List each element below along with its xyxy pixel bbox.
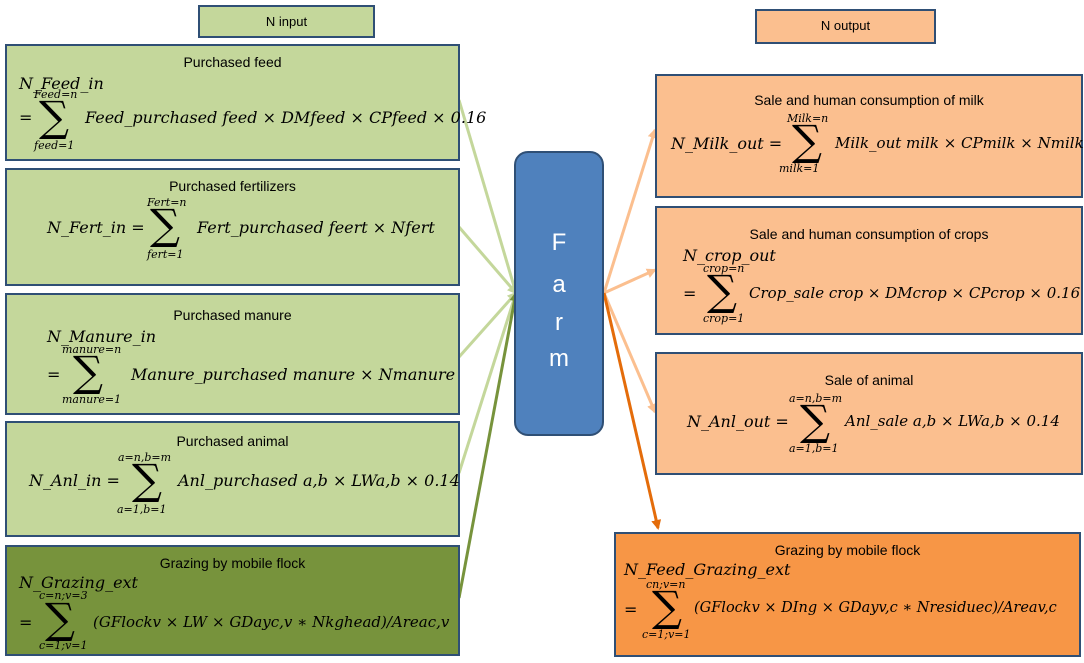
box-title: Purchased feed — [183, 54, 282, 70]
box-title: Sale and human consumption of crops — [749, 226, 989, 242]
arrow-manure-to-farm — [457, 291, 518, 358]
sum-upper-limit: a=n,b=m — [118, 451, 172, 464]
arrow-fert-to-farm — [457, 226, 518, 295]
output-box-milk: Sale and human consumption of milk N_Mil… — [655, 74, 1084, 198]
sum-symbol: ∑ — [792, 116, 822, 165]
eq-expression: Fert_purchased feert × Nfert — [197, 218, 435, 237]
sum-symbol: ∑ — [132, 455, 162, 504]
eq-lhs: = — [47, 365, 61, 384]
sum-lower-limit: crop=1 — [703, 312, 745, 325]
eq-lhs: N_Fert_in = — [47, 218, 145, 237]
eq-prefix: N_Feed_in — [19, 74, 104, 93]
eq-lhs: = — [683, 284, 697, 303]
farm-letter-a: a — [552, 271, 566, 298]
output-box-crops: Sale and human consumption of crops N_cr… — [655, 206, 1083, 335]
eq-prefix: N_Manure_in — [47, 327, 157, 346]
sum-upper-limit: Feed=n — [34, 88, 78, 101]
eq-expression: Anl_sale a,b × LWa,b × 0.14 — [845, 412, 1060, 430]
sum-lower-limit: a=1,b=1 — [789, 442, 839, 455]
sum-lower-limit: a=1,b=1 — [117, 503, 167, 516]
arrow-farm-to-animal — [602, 292, 657, 414]
sum-symbol: ∑ — [39, 92, 69, 141]
box-title: Purchased animal — [176, 433, 289, 449]
sum-upper-limit: crop=n — [703, 262, 745, 275]
sum-upper-limit: cn;v=n — [646, 578, 686, 591]
sum-lower-limit: fert=1 — [147, 248, 184, 261]
box-title: Grazing by mobile flock — [159, 555, 306, 571]
eq-prefix: N_Grazing_ext — [19, 573, 138, 592]
arrow-animal-to-farm — [457, 291, 519, 474]
sum-lower-limit: c=1;v=1 — [39, 639, 88, 652]
box-title: Purchased fertilizers — [169, 178, 296, 194]
eq-prefix: N_crop_out — [683, 246, 776, 265]
eq-lhs: = — [19, 613, 33, 632]
farm-letter-f: F — [551, 229, 567, 256]
sum-upper-limit: Milk=n — [787, 112, 829, 125]
sum-symbol: ∑ — [45, 594, 75, 643]
sum-upper-limit: c=n;v=3 — [39, 589, 88, 602]
eq-expression: Manure_purchased manure × Nmanure — [131, 365, 456, 384]
eq-lhs: = — [624, 600, 638, 619]
sum-lower-limit: feed=1 — [34, 139, 75, 152]
input-box-grazing-mobile-flock: Grazing by mobile flock N_Grazing_ext = … — [5, 545, 460, 656]
arrow-farm-to-milk — [602, 128, 658, 294]
arrow-farm-to-crops — [603, 268, 657, 295]
arrow-grazing-to-farm — [457, 291, 520, 599]
farm-letter-r: r — [555, 309, 563, 336]
sum-symbol: ∑ — [652, 582, 682, 631]
input-box-purchased-feed: Purchased feed N_Feed_in = Feed=n ∑ feed… — [5, 44, 486, 161]
box-title: Sale of animal — [824, 372, 914, 388]
sum-symbol: ∑ — [150, 200, 180, 249]
box-title: Purchased manure — [173, 307, 292, 323]
eq-prefix: N_Feed_Grazing_ext — [624, 560, 791, 579]
n-input-header: N input — [198, 5, 375, 38]
eq-expression: (GFlockv × DIng × GDayv,c ∗ Nresiduec)/A… — [694, 600, 1057, 616]
sum-symbol: ∑ — [73, 347, 103, 396]
box-title: Sale and human consumption of milk — [754, 92, 984, 108]
sum-lower-limit: c=1;v=1 — [642, 628, 691, 641]
arrow-farm-to-grazing — [602, 292, 662, 530]
sum-symbol: ∑ — [707, 266, 737, 315]
input-box-purchased-animal: Purchased animal N_Anl_in = a=n,b=m ∑ a=… — [5, 421, 460, 537]
output-box-grazing-mobile-flock: Grazing by mobile flock N_Feed_Grazing_e… — [614, 532, 1081, 657]
sum-lower-limit: manure=1 — [62, 393, 122, 406]
sum-upper-limit: Fert=n — [147, 196, 187, 209]
arrow-feed-to-farm — [457, 99, 519, 295]
n-output-header: N output — [755, 9, 936, 44]
eq-expression: Crop_sale crop × DMcrop × CPcrop × 0.16 — [749, 284, 1081, 302]
eq-expression: Anl_purchased a,b × LWa,b × 0.14 — [178, 471, 460, 490]
eq-expression: Feed_purchased feed × DMfeed × CPfeed × … — [85, 108, 487, 127]
eq-lhs: N_Anl_out = — [687, 412, 789, 431]
farm-box: F a r m — [514, 151, 604, 436]
eq-lhs: N_Anl_in = — [29, 471, 120, 490]
eq-expression: (GFlockv × LW × GDayc,v ∗ Nkghead)/Areac… — [93, 613, 450, 631]
input-box-purchased-manure: Purchased manure N_Manure_in = manure=n … — [5, 293, 460, 415]
eq-lhs: N_Milk_out = — [671, 134, 783, 153]
box-title: Grazing by mobile flock — [774, 542, 921, 558]
eq-lhs: = — [19, 108, 33, 127]
eq-expression: Milk_out milk × CPmilk × Nmilk — [835, 134, 1084, 152]
sum-lower-limit: milk=1 — [779, 162, 820, 175]
farm-letter-m: m — [549, 345, 569, 372]
sum-upper-limit: manure=n — [62, 343, 122, 356]
output-box-animal: Sale of animal N_Anl_out = a=n,b=m ∑ a=1… — [655, 352, 1083, 475]
sum-upper-limit: a=n,b=m — [789, 392, 843, 405]
input-box-purchased-fertilizers: Purchased fertilizers N_Fert_in = Fert=n… — [5, 168, 460, 286]
sum-symbol: ∑ — [800, 396, 830, 445]
